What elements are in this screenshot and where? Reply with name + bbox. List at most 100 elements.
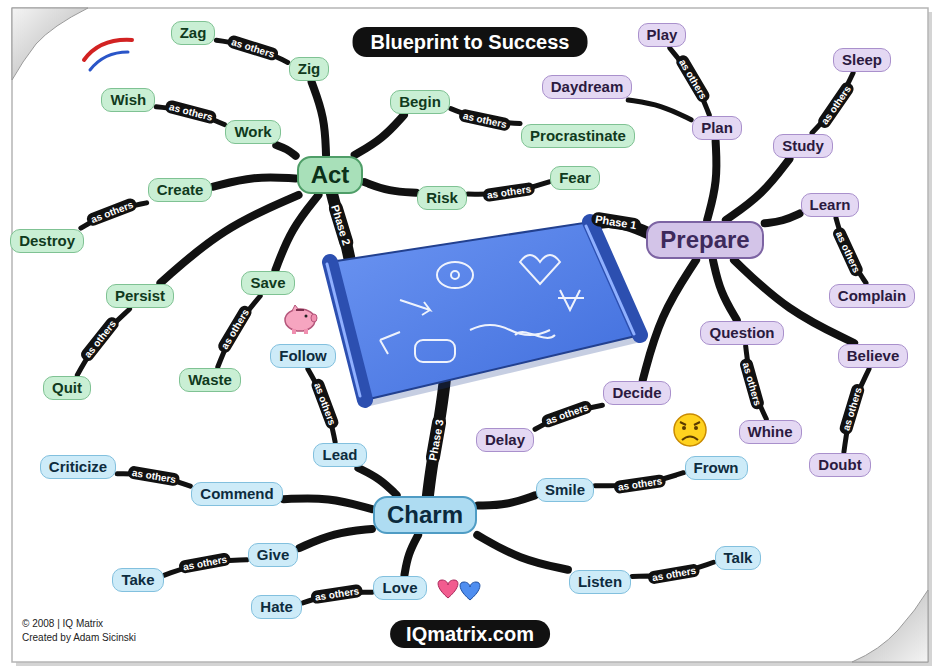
node-text: Act — [311, 161, 350, 189]
phase-label: Phase 2 — [327, 199, 355, 251]
branch-connector — [726, 159, 790, 220]
node-text: Destroy — [19, 232, 75, 250]
node-text: Lead — [322, 446, 357, 464]
heart — [460, 582, 480, 600]
branch-connector — [358, 468, 396, 495]
idea-node: Decide — [603, 381, 670, 405]
idea-node: Listen — [569, 570, 631, 594]
edge-label: as others — [164, 99, 218, 125]
author-note: Created by Adam Sicinski — [22, 632, 136, 644]
piggy-bank — [285, 305, 317, 334]
idea-node: Criticize — [40, 455, 116, 479]
eye — [694, 426, 698, 430]
node-text: Play — [647, 26, 678, 44]
idea-node: Smile — [536, 478, 594, 502]
node-text: Wish — [110, 91, 146, 109]
idea-node: Quit — [43, 376, 91, 400]
page-curl — [12, 8, 88, 80]
idea-node: Lead — [313, 443, 366, 467]
edge-label: as others — [482, 182, 536, 203]
node-text: Begin — [399, 93, 441, 111]
node-text: Sleep — [842, 51, 882, 69]
branch-connector — [713, 260, 737, 320]
edge-label: as others — [86, 196, 140, 227]
node-text: Plan — [701, 119, 733, 137]
node-text: Create — [157, 181, 204, 199]
edge-label: as others — [613, 474, 667, 494]
idea-node: Talk — [715, 546, 762, 570]
branch-connector — [213, 177, 295, 186]
doodle — [558, 290, 584, 310]
idea-node: Love — [373, 576, 426, 600]
idea-node: Commend — [191, 482, 282, 506]
doodle — [380, 332, 400, 354]
edge-label: as others — [310, 583, 364, 604]
edge-label: as others — [79, 315, 122, 364]
node-text: Save — [250, 274, 285, 292]
node-text: Doubt — [818, 456, 861, 474]
scroll-highlight — [586, 226, 634, 334]
frown-face — [674, 414, 706, 446]
face — [674, 414, 706, 446]
idea-node: Take — [112, 568, 163, 592]
connectors — [77, 40, 869, 603]
node-text: Question — [709, 324, 774, 342]
scroll-sheet — [330, 222, 640, 400]
node-text: Frown — [694, 459, 739, 477]
main-branch-node: Charm — [373, 496, 477, 534]
blueprint-doodles — [380, 255, 584, 362]
node-text: Prepare — [660, 226, 749, 254]
doodle — [451, 271, 459, 279]
branch-connector — [707, 141, 716, 220]
node-text: Learn — [810, 196, 851, 214]
phase-label: Phase 3 — [425, 414, 447, 465]
branch-connector — [765, 214, 800, 224]
scroll-roll — [330, 262, 365, 400]
idea-node: Question — [700, 321, 783, 345]
piggy-snout — [311, 314, 317, 322]
edge-label: as others — [815, 80, 855, 131]
idea-node: Delay — [476, 428, 534, 452]
doodle — [470, 325, 550, 335]
idea-node: Play — [638, 23, 687, 47]
idea-node: Work — [225, 120, 280, 144]
edge-label: as others — [127, 465, 181, 487]
idea-node: Hate — [251, 595, 302, 619]
node-text: Charm — [387, 501, 463, 529]
idea-node: Fear — [550, 166, 600, 190]
node-text: Hate — [260, 598, 293, 616]
node-text: Follow — [279, 347, 327, 365]
node-text: Smile — [545, 481, 585, 499]
idea-node: Waste — [179, 368, 241, 392]
piggy-eye — [305, 315, 308, 318]
edge-label: as others — [739, 357, 766, 411]
idea-node: Risk — [417, 186, 467, 210]
piggy-leg — [292, 329, 296, 334]
branch-connector — [643, 260, 696, 380]
piggy-body — [285, 309, 315, 331]
idea-node: Daydream — [542, 75, 633, 99]
node-text: Complain — [838, 287, 906, 305]
idea-node: Create — [148, 178, 213, 202]
idea-node: Give — [248, 543, 299, 567]
idea-node: Believe — [838, 344, 909, 368]
doodle — [515, 332, 555, 338]
node-text: Risk — [426, 189, 458, 207]
branch-connector — [77, 309, 129, 375]
idea-node: Wish — [101, 88, 155, 112]
copyright-note: © 2008 | IQ Matrix — [22, 618, 103, 630]
scroll-highlight — [327, 264, 360, 396]
branch-connector — [355, 115, 404, 155]
node-text: Zig — [298, 60, 321, 78]
branch-connector — [404, 535, 418, 575]
node-text: Talk — [724, 549, 753, 567]
node-text: Persist — [115, 287, 165, 305]
node-text: Give — [257, 546, 290, 564]
idea-node: Complain — [829, 284, 915, 308]
edge-label: as others — [178, 552, 232, 574]
node-text: Zag — [180, 24, 207, 42]
edge-label: as others — [458, 108, 512, 132]
node-text: Love — [382, 579, 417, 597]
node-text: Listen — [578, 573, 622, 591]
phase-label: Phase 1 — [590, 211, 641, 233]
